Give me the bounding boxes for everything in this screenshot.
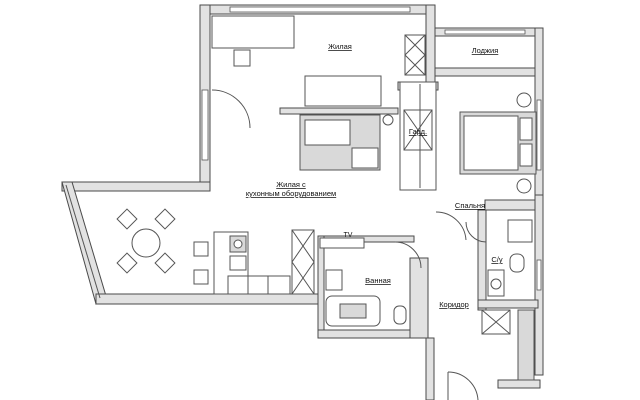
room-labels: Жилая Лоджия Гард. Жилая с кухонным обор… bbox=[246, 42, 503, 309]
wall-wc-bottom bbox=[477, 299, 539, 309]
wall-right-living bbox=[425, 4, 436, 86]
door-swing-bath bbox=[394, 241, 422, 269]
living-top-furniture bbox=[211, 15, 426, 129]
label-wc: С/у bbox=[491, 255, 503, 264]
label-bathroom: Ванная bbox=[365, 276, 391, 285]
window-loggia bbox=[444, 29, 526, 35]
bathtub-mat bbox=[339, 303, 367, 319]
label-living-top: Жилая bbox=[328, 42, 352, 51]
stool bbox=[193, 269, 209, 285]
wall-bath-right bbox=[409, 257, 429, 339]
bathroom-furniture bbox=[319, 237, 422, 327]
label-loggia: Лоджия bbox=[472, 46, 499, 55]
wardrobe bbox=[399, 81, 437, 191]
sink bbox=[229, 255, 247, 271]
fridge-column bbox=[291, 229, 315, 295]
wall-bath-left bbox=[317, 235, 325, 337]
wc-basin-bowl bbox=[490, 278, 502, 290]
sofa-ottoman bbox=[351, 147, 379, 169]
shelf-top bbox=[404, 34, 426, 76]
label-wardrobe: Гард. bbox=[409, 127, 427, 136]
corridor-furniture bbox=[447, 309, 535, 400]
wall-wc-left bbox=[477, 209, 487, 311]
hob-burner bbox=[233, 239, 243, 249]
bedroom-furniture bbox=[435, 92, 537, 241]
wc-furniture bbox=[465, 219, 533, 297]
label-corridor: Коридор bbox=[439, 300, 469, 309]
desk bbox=[211, 15, 295, 49]
label-living-kitchen-2: кухонным оборудованием bbox=[246, 189, 336, 198]
chair bbox=[233, 49, 251, 67]
washbasin bbox=[325, 269, 343, 291]
nightstand-lamp bbox=[516, 178, 532, 194]
wall-loggia-bottom bbox=[434, 67, 536, 77]
wall-bedroom-bottom bbox=[484, 199, 544, 211]
window-bedroom bbox=[536, 99, 542, 171]
counter-bottom bbox=[227, 275, 291, 295]
window-wc bbox=[536, 259, 542, 291]
label-living-kitchen-1: Жилая с bbox=[276, 180, 306, 189]
door-swing-bedroom bbox=[435, 211, 467, 241]
sofa-seat bbox=[304, 119, 351, 146]
window-top bbox=[229, 6, 411, 13]
entry-wardrobe bbox=[517, 309, 535, 381]
shower-tray bbox=[507, 219, 533, 243]
bed-blanket bbox=[463, 115, 519, 171]
wall-kitchen-top bbox=[61, 181, 211, 192]
dining-chair bbox=[154, 252, 176, 274]
door-swing-living bbox=[211, 89, 251, 129]
wall-corridor-left bbox=[425, 337, 435, 400]
dining-chair bbox=[116, 208, 138, 230]
windows bbox=[65, 6, 542, 299]
pillow bbox=[519, 143, 533, 167]
kitchen-living-furniture bbox=[116, 114, 394, 295]
door-swing-wc bbox=[465, 221, 487, 243]
wall-entry-bottom bbox=[497, 379, 541, 389]
door-swing-entry bbox=[447, 371, 479, 400]
toilet bbox=[393, 305, 407, 325]
stool bbox=[193, 241, 209, 257]
dining-chair bbox=[116, 252, 138, 274]
floor-lamp bbox=[382, 114, 394, 126]
label-bedroom: Спальня bbox=[455, 201, 485, 210]
window-left bbox=[201, 89, 209, 161]
wc-toilet bbox=[509, 253, 525, 273]
label-tv: TV bbox=[344, 232, 353, 239]
wall-slanted bbox=[61, 181, 107, 305]
sofa bbox=[304, 75, 382, 107]
wall-kitchen-bottom bbox=[95, 293, 319, 305]
tv-stand bbox=[319, 237, 365, 249]
nightstand-lamp bbox=[516, 92, 532, 108]
window-slanted bbox=[65, 184, 101, 299]
pillow bbox=[519, 117, 533, 141]
dining-table bbox=[131, 228, 161, 258]
dining-chair bbox=[154, 208, 176, 230]
wall-partition-living bbox=[279, 107, 399, 115]
